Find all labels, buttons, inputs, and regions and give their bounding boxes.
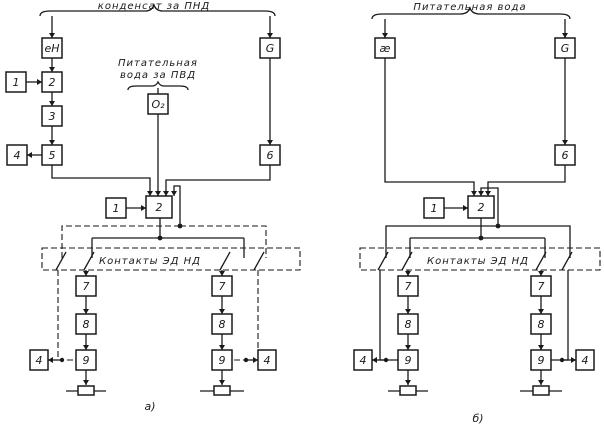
block-G-a: G [259,37,281,59]
caption-b: б) [472,412,483,425]
block-1-center-a: 1 [105,197,127,219]
caption-a: а) [144,400,155,413]
top-label-b: Питательная вода [413,2,526,13]
svg-text:8: 8 [219,318,226,331]
svg-text:5: 5 [49,149,56,162]
block-9-right-b: 9 [530,349,552,371]
side-label-a-line2: вода за ПВД [120,70,196,81]
contacts-label-b: Контакты ЭД НД [427,256,529,267]
block-6-a: 6 [259,144,281,166]
svg-text:3: 3 [49,110,56,123]
svg-text:4: 4 [14,149,21,162]
svg-text:4: 4 [582,354,589,367]
block-4-top: 4 [6,144,28,166]
svg-text:9: 9 [219,354,226,367]
block-5: 5 [41,144,63,166]
block-4-right-b: 4 [575,349,595,371]
diagram-a: конденсат за ПНД Питательная вода за ПВД [5,1,301,413]
side-label-a-line1: Питательная [118,58,198,69]
svg-text:1: 1 [13,76,20,89]
svg-text:æ: æ [380,42,391,55]
block-1-left: 1 [5,71,27,93]
block-8-left-b: 8 [397,313,419,335]
contacts-label-a: Контакты ЭД НД [99,256,201,267]
block-2-center-a: 2 [145,195,173,219]
svg-text:7: 7 [405,280,412,293]
block-9-right-a: 9 [211,349,233,371]
svg-text:7: 7 [83,280,90,293]
svg-text:eH: eH [44,42,59,55]
block-9-left-a: 9 [75,349,97,371]
block-7-left-a: 7 [75,275,97,297]
block-2-center-b: 2 [467,195,495,219]
svg-text:6: 6 [267,149,274,162]
block-4-left-b: 4 [353,349,373,371]
svg-text:8: 8 [405,318,412,331]
svg-text:1: 1 [431,202,438,215]
block-6-b: 6 [554,144,576,166]
top-brace-b [371,5,571,20]
block-2-left: 2 [41,71,63,93]
block-7-left-b: 7 [397,275,419,297]
svg-text:O₂: O₂ [151,98,165,111]
svg-text:9: 9 [538,354,545,367]
svg-text:2: 2 [49,76,56,89]
top-label-a: конденсат за ПНД [98,1,210,12]
block-O2: O₂ [147,93,169,115]
svg-text:4: 4 [264,354,271,367]
svg-text:1: 1 [113,202,120,215]
block-3: 3 [41,105,63,127]
svg-text:6: 6 [562,149,569,162]
svg-text:9: 9 [83,354,90,367]
svg-text:2: 2 [478,201,485,214]
svg-text:G: G [561,42,570,55]
block-8-right-b: 8 [530,313,552,335]
svg-text:2: 2 [156,201,163,214]
block-7-right-a: 7 [211,275,233,297]
svg-text:G: G [266,42,275,55]
block-9-left-b: 9 [397,349,419,371]
block-G-b: G [554,37,576,59]
block-4-left-a: 4 [29,349,49,371]
svg-text:9: 9 [405,354,412,367]
svg-text:8: 8 [83,318,90,331]
block-1-center-b: 1 [423,197,445,219]
diagram-b: Питательная вода Контакты ЭД НД [353,2,601,425]
block-7-right-b: 7 [530,275,552,297]
top-brace-a [39,2,276,17]
block-8-left-a: 8 [75,313,97,335]
block-8-right-a: 8 [211,313,233,335]
block-eH: eH [41,37,63,59]
side-brace-a [127,80,189,91]
block-ae: æ [374,37,396,59]
svg-text:7: 7 [538,280,545,293]
contacts-box-a [41,247,301,271]
svg-text:4: 4 [360,354,367,367]
svg-text:7: 7 [219,280,226,293]
block-4-right-a: 4 [257,349,277,371]
svg-text:4: 4 [36,354,43,367]
contacts-box-b [359,247,601,271]
svg-text:8: 8 [538,318,545,331]
